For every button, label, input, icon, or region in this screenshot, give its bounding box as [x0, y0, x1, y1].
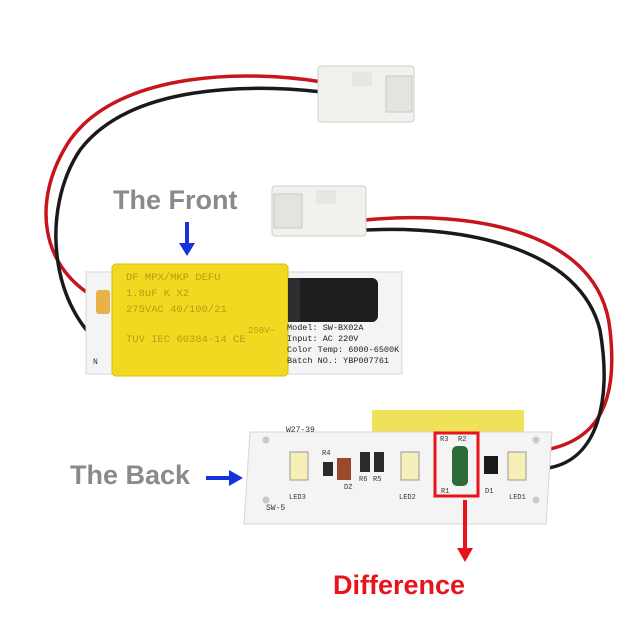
label-d1: D1	[485, 488, 494, 496]
label-r3: R3	[440, 436, 449, 444]
front-pcb	[85, 263, 403, 377]
front-arrow	[179, 222, 195, 256]
front-board-info: Model: SW-BX02A Input: AC 220V Color Tem…	[287, 323, 399, 367]
difference-highlight-box	[433, 431, 480, 498]
wire-black-left	[54, 86, 323, 352]
back-arrow	[206, 470, 243, 486]
difference-arrow	[457, 500, 473, 562]
label-led2: LED2	[399, 494, 416, 502]
capacitor-voltage-mark: 250V~	[248, 326, 276, 336]
back-board-model: W27-39	[286, 426, 315, 435]
connector-top	[317, 65, 415, 123]
connector-middle	[271, 185, 367, 237]
front-label: The Front	[113, 185, 238, 215]
capacitor-marking: DF MPX/MKP DEFU 1.8uF K X2 275VAC 40/100…	[126, 270, 286, 348]
difference-label: Difference	[333, 570, 466, 600]
label-r2: R2	[458, 436, 467, 444]
front-board-side-mark: N	[93, 358, 98, 367]
label-r4: R4	[322, 450, 331, 458]
wire-black-right	[364, 227, 606, 470]
back-label: The Back	[70, 460, 191, 490]
wire-red-right	[364, 215, 614, 452]
back-board-series: SW-5	[266, 504, 286, 513]
capacitor-line-2: 1.8uF K X2	[126, 288, 190, 300]
label-r6: R6	[359, 476, 368, 484]
capacitor-line-3: 275VAC 40/100/21	[126, 304, 227, 316]
label-r5: R5	[373, 476, 382, 484]
info-model: Model: SW-BX02A	[287, 323, 364, 333]
back-pcb	[243, 410, 553, 525]
info-color-temp: Color Temp: 6000-6500K	[287, 345, 400, 355]
info-input: Input: AC 220V	[287, 334, 359, 344]
label-dz: DZ	[344, 484, 353, 492]
label-led3: LED3	[289, 494, 306, 502]
label-led1: LED1	[509, 494, 526, 502]
info-batch: Batch NO.: YBP007761	[287, 356, 390, 366]
capacitor-line-4: TUV IEC 60384-14 CE	[126, 334, 246, 346]
capacitor-line-1: DF MPX/MKP DEFU	[126, 272, 221, 284]
label-r1: R1	[441, 488, 450, 496]
